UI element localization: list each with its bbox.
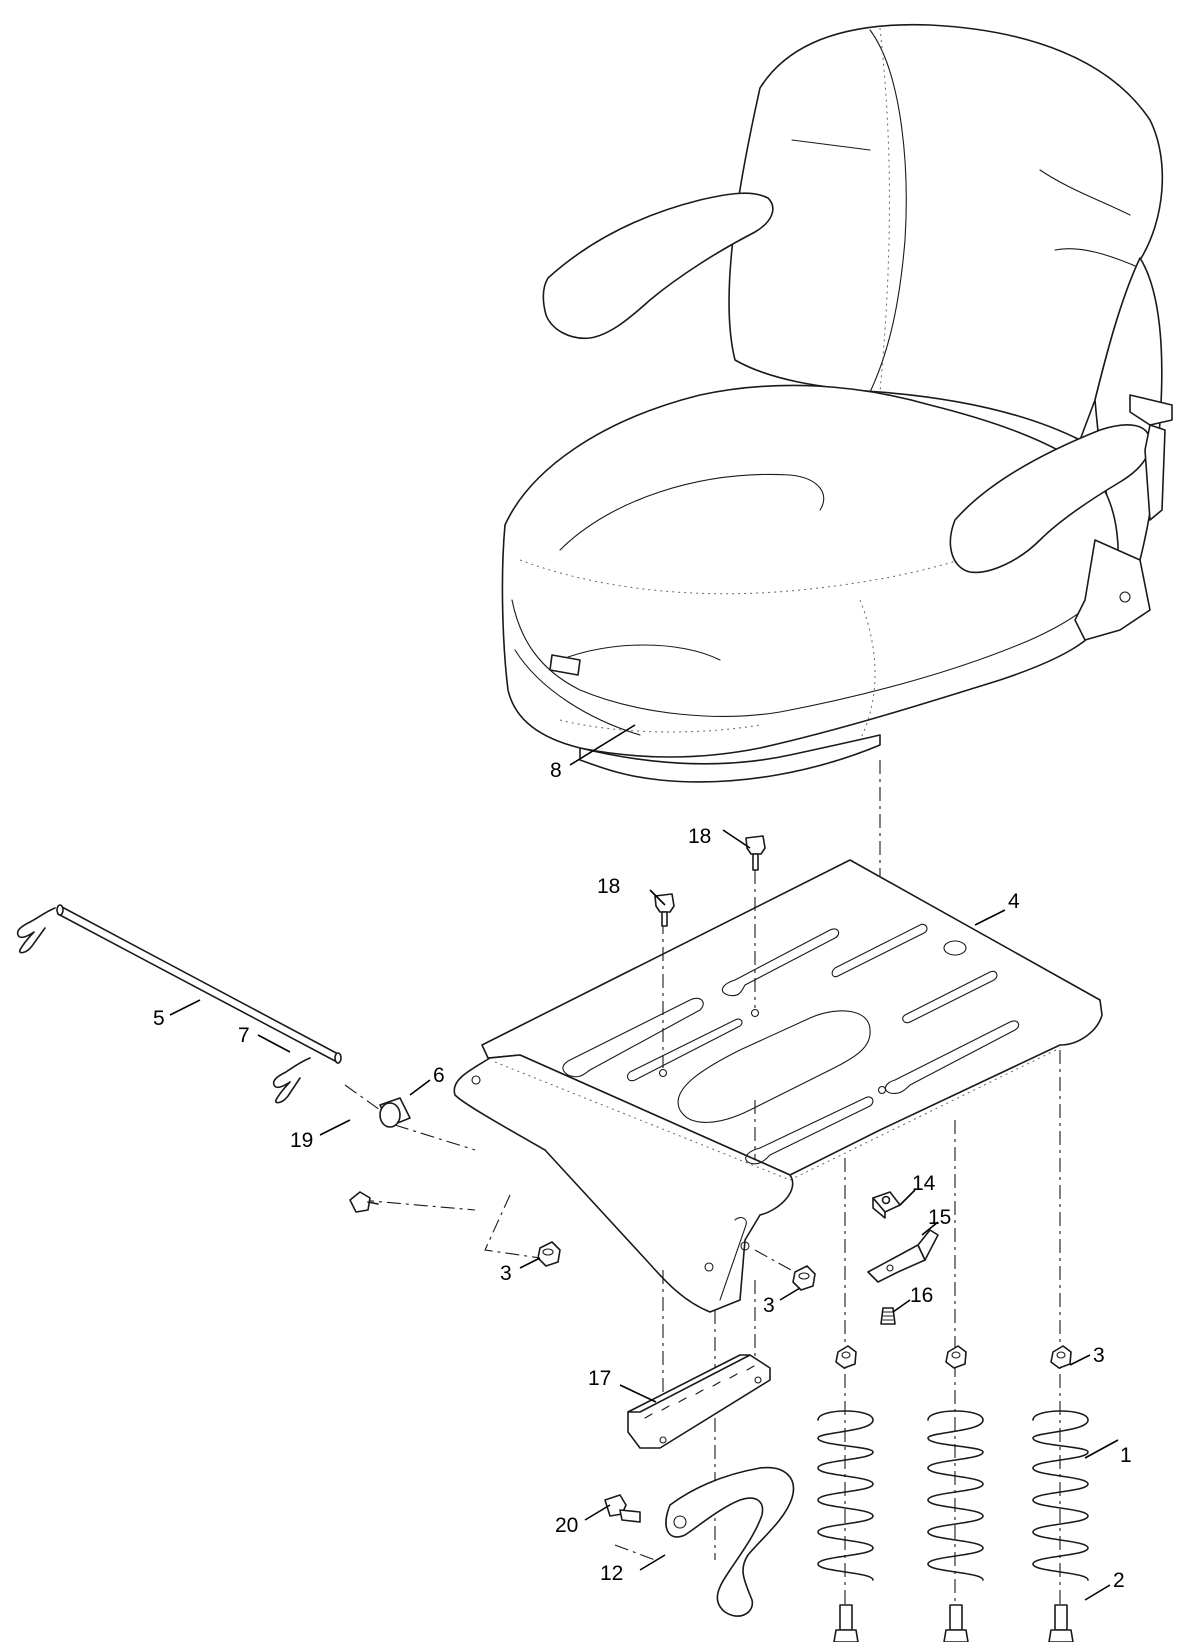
slide-plate bbox=[627, 1354, 771, 1449]
callout-3-spring-nut: 3 bbox=[1093, 1344, 1105, 1367]
spring-stack-right bbox=[1032, 1345, 1089, 1642]
switch-bracket bbox=[867, 1229, 939, 1283]
callout-17: 17 bbox=[588, 1367, 611, 1390]
callout-6: 6 bbox=[433, 1064, 445, 1087]
callout-15: 15 bbox=[928, 1206, 951, 1229]
spring-stack-middle bbox=[927, 1345, 984, 1642]
adjuster-rod bbox=[56, 904, 342, 1064]
hairpin-clip-top bbox=[16, 907, 56, 954]
screw bbox=[880, 1307, 896, 1325]
callout-8: 8 bbox=[550, 759, 562, 782]
flange-bolt-a bbox=[654, 893, 675, 927]
callout-leaders bbox=[169, 724, 1119, 1601]
callout-2: 2 bbox=[1113, 1569, 1125, 1592]
seat-plate bbox=[453, 859, 1103, 1313]
callout-3-bracket-nut: 3 bbox=[763, 1294, 775, 1317]
clip-nut bbox=[872, 1191, 901, 1219]
flange-bolt-b bbox=[745, 835, 766, 871]
bushing bbox=[379, 1097, 411, 1128]
callout-18-left: 18 bbox=[597, 875, 620, 898]
locknut-left bbox=[537, 1241, 561, 1267]
latch-bolt bbox=[604, 1494, 641, 1523]
hairpin-clip bbox=[272, 1057, 311, 1104]
locknut-bracket bbox=[792, 1265, 816, 1291]
callout-12: 12 bbox=[600, 1562, 623, 1585]
callout-18-right: 18 bbox=[688, 825, 711, 848]
callout-14: 14 bbox=[912, 1172, 936, 1195]
callout-3-left-nut: 3 bbox=[500, 1262, 512, 1285]
callout-4: 4 bbox=[1008, 890, 1020, 913]
callout-19: 19 bbox=[290, 1129, 313, 1152]
callout-5: 5 bbox=[153, 1007, 165, 1030]
callout-20: 20 bbox=[555, 1514, 578, 1537]
spring-stack-left bbox=[817, 1345, 874, 1642]
latch-handle bbox=[665, 1466, 795, 1617]
callout-1: 1 bbox=[1120, 1444, 1132, 1467]
callout-16: 16 bbox=[910, 1284, 933, 1307]
seat bbox=[501, 23, 1173, 783]
shoulder-bolt bbox=[349, 1191, 379, 1213]
callout-7: 7 bbox=[238, 1024, 250, 1047]
